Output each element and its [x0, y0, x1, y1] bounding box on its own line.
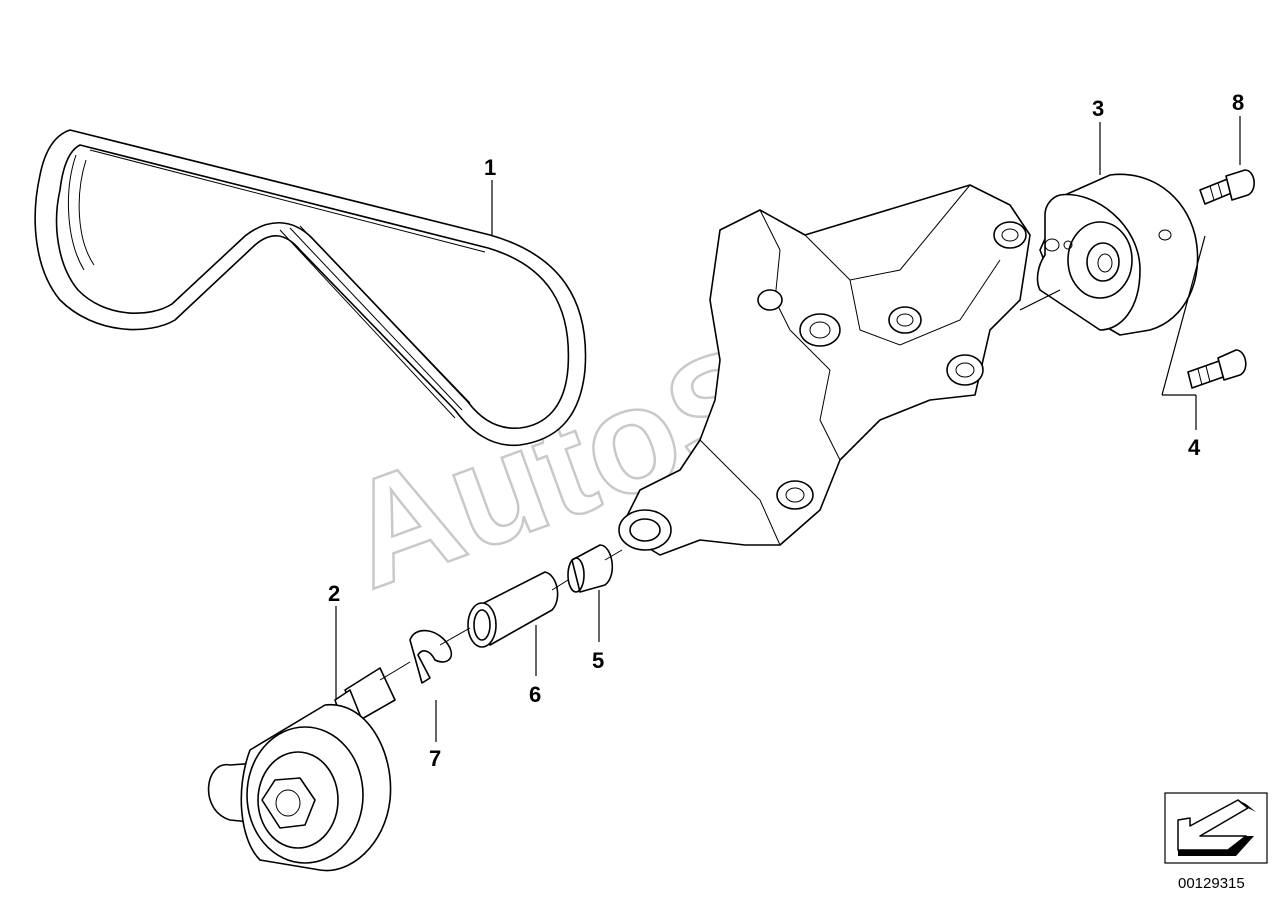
part-label-3[interactable]: 3	[1092, 96, 1104, 121]
part-label-5[interactable]: 5	[592, 648, 604, 673]
tensioner-pulley-icon[interactable]	[1019, 173, 1199, 336]
part-label-2[interactable]: 2	[328, 581, 340, 606]
part-label-6[interactable]: 6	[529, 682, 541, 707]
support-bracket-icon[interactable]	[618, 184, 1031, 556]
part-label-8[interactable]: 8	[1232, 90, 1244, 115]
idler-pulley-icon[interactable]	[207, 667, 396, 872]
drive-belt-icon[interactable]	[34, 129, 587, 447]
document-number: 00129315	[1178, 875, 1245, 892]
part-label-4[interactable]: 4	[1188, 435, 1201, 460]
sleeve-icon[interactable]	[467, 571, 559, 648]
bushing-icon[interactable]	[567, 544, 614, 593]
assembly-axis-lines	[379, 549, 623, 681]
leader-lines	[335, 116, 1241, 742]
part-label-1[interactable]: 1	[484, 155, 496, 180]
bolt-upper-icon[interactable]	[1199, 169, 1255, 205]
part-labels: 1 2 3 4 5 6 7 8	[328, 90, 1244, 771]
direction-arrow-icon[interactable]	[1164, 792, 1268, 864]
part-label-7[interactable]: 7	[429, 746, 441, 771]
half-washer-icon[interactable]	[409, 629, 453, 684]
bolt-lower-icon[interactable]	[1187, 349, 1247, 389]
